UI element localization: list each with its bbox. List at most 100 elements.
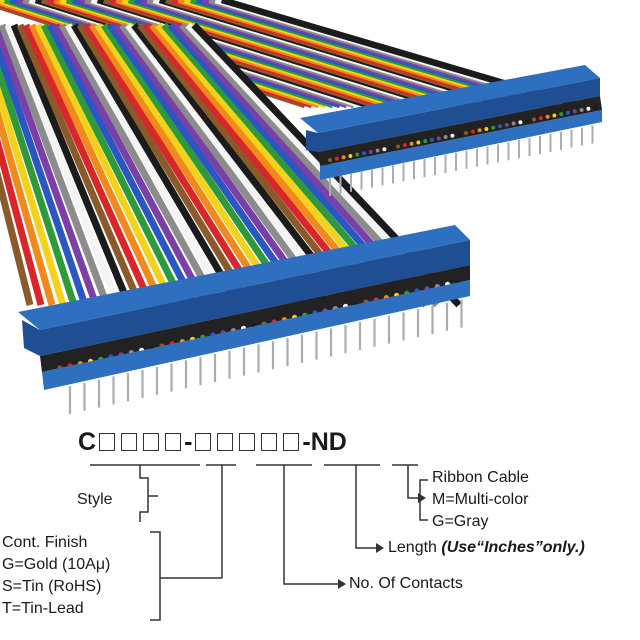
front-connector (18, 225, 470, 330)
part-dash: - (184, 428, 193, 456)
back-connector (300, 65, 600, 133)
cont-finish-title: Cont. Finish (2, 534, 88, 551)
contact-dot (511, 121, 516, 126)
cable-wire (77, 23, 253, 307)
front-connector-slot (40, 265, 470, 372)
contact-dot (389, 145, 394, 150)
cable-wire (101, 23, 297, 307)
cable-wire (0, 138, 45, 306)
contact-dot (538, 116, 543, 121)
contact-dot (559, 112, 564, 117)
contact-dot (464, 131, 468, 135)
back-connector-end (306, 130, 318, 152)
contact-dot (491, 125, 496, 130)
part-code-box (165, 433, 182, 451)
group2-boxes (192, 428, 302, 456)
cable-wire (0, 43, 89, 307)
contact-dot (348, 153, 353, 158)
part-code-box (99, 433, 116, 451)
cable-wire (113, 22, 319, 308)
cable-wire (58, 23, 221, 307)
cable-wire (34, 23, 177, 307)
part-code-box (283, 433, 300, 451)
ribbon-title: Ribbon Cable (432, 469, 529, 486)
contact-dot (430, 137, 434, 142)
contact-dot (552, 113, 557, 118)
part-code-box (217, 433, 234, 451)
contact-dot (416, 140, 421, 145)
contact-dot (355, 152, 360, 157)
part-code-box (239, 433, 256, 451)
contact-dot (382, 147, 387, 152)
cable-wire (0, 63, 78, 307)
contact-dot (470, 129, 475, 134)
contact-dot (436, 136, 441, 141)
front-connector-end (22, 320, 40, 356)
cable-wire (89, 23, 275, 307)
contact-dot (402, 143, 407, 148)
contact-dot (423, 139, 428, 144)
contact-dot (525, 118, 530, 123)
cable-wire (64, 23, 232, 307)
contact-dot (328, 158, 332, 162)
cable-wire (107, 22, 308, 308)
contact-dot (443, 135, 448, 140)
part-code-box (261, 433, 278, 451)
cable-wire (10, 23, 133, 307)
cable-wire (0, 85, 67, 307)
cable-wire (0, 170, 34, 306)
cont-finish-tin: S=Tin (RoHS) (2, 578, 102, 595)
contacts-label: No. Of Contacts (349, 575, 463, 592)
contact-dot (532, 117, 536, 122)
contact-dot (593, 105, 598, 110)
cont-finish-gold: G=Gold (10Aμ) (2, 556, 111, 573)
contact-dot (484, 126, 489, 131)
cable-wire (22, 23, 155, 307)
part-number: C--ND (78, 428, 347, 457)
contact-dot (504, 122, 509, 127)
contact-dot (450, 133, 455, 138)
cable-wire (83, 23, 264, 307)
style-label: Style (77, 491, 113, 508)
ribbon-gray: G=Gray (432, 513, 489, 530)
length-note: (Use“Inches”only.) (441, 539, 585, 556)
part-code-box (121, 433, 138, 451)
cable-wire (28, 23, 166, 307)
front-connector-lower (42, 280, 470, 390)
contact-dot (572, 109, 577, 114)
cable-wire (52, 23, 210, 307)
contact-dot (375, 148, 380, 153)
part-code-box (143, 433, 160, 451)
ribbon-multi: M=Multi-color (432, 491, 529, 508)
ribbon-cable-illustration (0, 0, 602, 414)
cable-wire (0, 25, 100, 307)
part-code-box (195, 433, 212, 451)
cable-wire (4, 23, 122, 307)
cable-wire (0, 23, 111, 307)
contact-dot (362, 151, 366, 156)
contact-dot (566, 110, 570, 115)
cable-wire (95, 23, 286, 307)
part-prefix: C (78, 428, 97, 456)
cable-wire (0, 110, 56, 306)
group1-boxes (96, 428, 184, 456)
contact-dot (586, 106, 591, 111)
length-label: Length (Use“Inches”only.) (388, 537, 585, 559)
back-connector-slot (318, 96, 602, 166)
front-connector-side (40, 240, 470, 356)
contact-dot (498, 124, 502, 129)
contact-dot (579, 108, 584, 113)
cable-wire (46, 23, 199, 307)
cable-wire (40, 23, 188, 307)
contact-dot (545, 114, 550, 119)
length-text: Length (388, 539, 437, 556)
cable-wire (70, 23, 243, 307)
back-connector-side (318, 78, 600, 152)
contact-dot (457, 132, 462, 137)
cont-finish-tinlead: T=Tin-Lead (2, 600, 84, 617)
contact-dot (334, 156, 339, 161)
back-connector-lower (320, 110, 602, 180)
contact-dot (341, 155, 346, 160)
contact-dot (368, 149, 373, 154)
